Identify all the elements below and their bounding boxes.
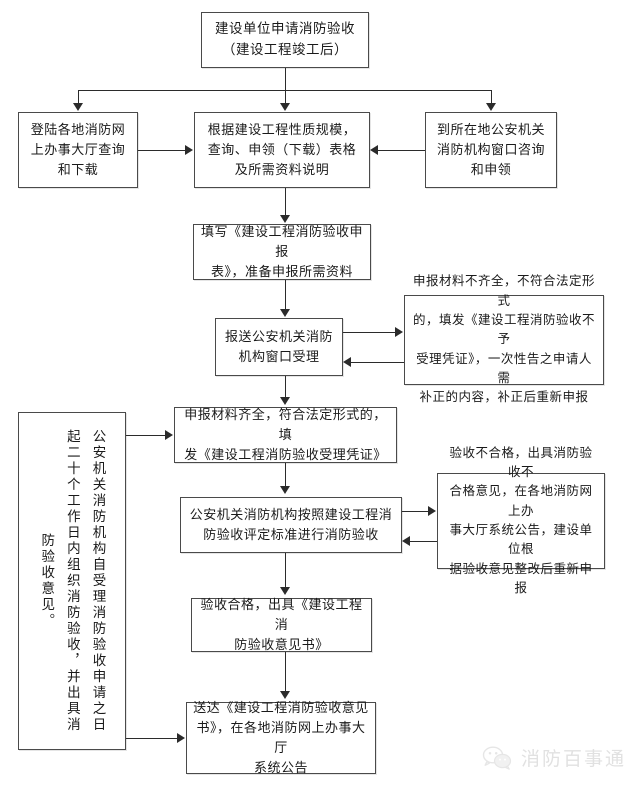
node-accept: 申报材料齐全，符合法定形式的，填发《建设工程消防验收受理凭证》 <box>174 407 397 463</box>
node-window-query: 到所在地公安机关消防机构窗口咨询和申领 <box>425 112 557 188</box>
connector-bus-to-window <box>491 90 492 104</box>
connector-pass-to-deliver <box>285 652 286 692</box>
arrow-pass-to-deliver <box>280 691 290 699</box>
node-reject-note: 申报材料不齐全，不符合法定形式的，填发《建设工程消防验收不予受理凭证》，一次性告… <box>404 274 604 404</box>
connector-top-bus <box>78 90 491 91</box>
connector-bus-to-online <box>78 90 79 104</box>
arrow-accept-to-inspect <box>280 486 290 494</box>
arrow-fail-to-inspect <box>402 536 410 546</box>
connector-reject-to-submit <box>351 362 404 363</box>
node-window-query-label: 到所在地公安机关消防机构窗口咨询和申领 <box>436 121 545 178</box>
arrow-submit-to-reject <box>395 327 403 337</box>
node-submit-label: 报送公安机关消防机构窗口受理 <box>224 328 333 364</box>
arrow-fill-to-submit <box>280 309 290 317</box>
connector-panel-to-accept <box>126 435 166 436</box>
node-reject-note-label: 申报材料不齐全，不符合法定形式的，填发《建设工程消防验收不予受理凭证》，一次性告… <box>412 274 595 405</box>
connector-submit-to-reject <box>343 332 396 333</box>
node-left-panel: 公安机关消防机构自受理消防验收申请之日起二十个工作日内组织消防验收，并出具消防验… <box>18 412 126 750</box>
arrow-bus-to-online <box>73 103 83 111</box>
node-online-query: 登陆各地消防网上办事大厅查询和下载 <box>18 112 138 188</box>
node-apply-label: 建设单位申请消防验收（建设工程竣工后） <box>215 21 355 57</box>
node-online-query-label: 登陆各地消防网上办事大厅查询和下载 <box>30 121 126 178</box>
watermark-text: 消防百事通 <box>520 749 626 770</box>
node-fill-form-label: 填写《建设工程消防验收申报表》，准备申报所需资料 <box>200 223 363 280</box>
arrow-submit-to-accept <box>280 397 290 405</box>
node-inspect-label: 公安机关消防机构按照建设工程消防验收评定标准进行消防验收 <box>189 506 393 542</box>
connector-inspect-to-pass <box>285 553 286 588</box>
node-submit: 报送公安机关消防机构窗口受理 <box>215 318 343 376</box>
connector-submit-to-accept <box>285 376 286 398</box>
watermark: 消防百事通 <box>482 744 626 771</box>
arrow-panel-to-accept <box>165 430 173 440</box>
connector-bus-to-forms <box>285 90 286 104</box>
arrow-reject-to-submit <box>343 357 351 367</box>
connector-accept-to-inspect <box>285 463 286 487</box>
arrow-online-to-forms <box>185 145 193 155</box>
arrow-bus-to-forms <box>280 103 290 111</box>
arrow-window-to-forms <box>370 145 378 155</box>
node-apply: 建设单位申请消防验收（建设工程竣工后） <box>201 12 369 68</box>
node-deliver-label: 送达《建设工程消防验收意见书》，在各地消防网上办事大厅系统公告 <box>193 699 369 776</box>
node-forms: 根据建设工程性质规模，查询、申领（下载）表格及所需资料说明 <box>194 112 370 188</box>
arrow-panel-to-deliver <box>177 733 185 743</box>
arrow-inspect-to-pass <box>280 587 290 595</box>
node-accept-label: 申报材料齐全，符合法定形式的，填发《建设工程消防验收受理凭证》 <box>184 406 387 463</box>
node-pass: 验收合格，出具《建设工程消防验收意见书》 <box>191 596 372 653</box>
node-fail-note: 验收不合格，出具消防验收不合格意见，在各地消防网上办事大厅系统公告，建设单位根据… <box>437 446 605 595</box>
node-left-panel-label: 公安机关消防机构自受理消防验收申请之日起二十个工作日内组织消防验收，并出具消防验… <box>39 429 106 733</box>
connector-inspect-to-fail <box>402 511 429 512</box>
node-inspect: 公安机关消防机构按照建设工程消防验收评定标准进行消防验收 <box>180 497 402 553</box>
connector-panel-to-deliver <box>126 738 178 739</box>
node-fail-note-label: 验收不合格，出具消防验收不合格意见，在各地消防网上办事大厅系统公告，建设单位根据… <box>449 445 593 596</box>
connector-online-to-forms <box>138 150 186 151</box>
connector-fail-to-inspect <box>410 541 437 542</box>
node-pass-label: 验收合格，出具《建设工程消防验收意见书》 <box>200 596 363 653</box>
connector-fill-to-submit <box>285 280 286 310</box>
arrow-forms-to-fill <box>280 215 290 223</box>
node-forms-label: 根据建设工程性质规模，查询、申领（下载）表格及所需资料说明 <box>207 121 357 178</box>
connector-window-to-forms <box>378 150 425 151</box>
connector-apply-down <box>285 68 286 90</box>
connector-forms-to-fill <box>285 188 286 216</box>
node-deliver: 送达《建设工程消防验收意见书》，在各地消防网上办事大厅系统公告 <box>186 700 376 775</box>
node-fill-form: 填写《建设工程消防验收申报表》，准备申报所需资料 <box>193 224 371 280</box>
arrow-inspect-to-fail <box>428 506 436 516</box>
wechat-icon <box>482 745 512 770</box>
arrow-bus-to-window <box>486 103 496 111</box>
